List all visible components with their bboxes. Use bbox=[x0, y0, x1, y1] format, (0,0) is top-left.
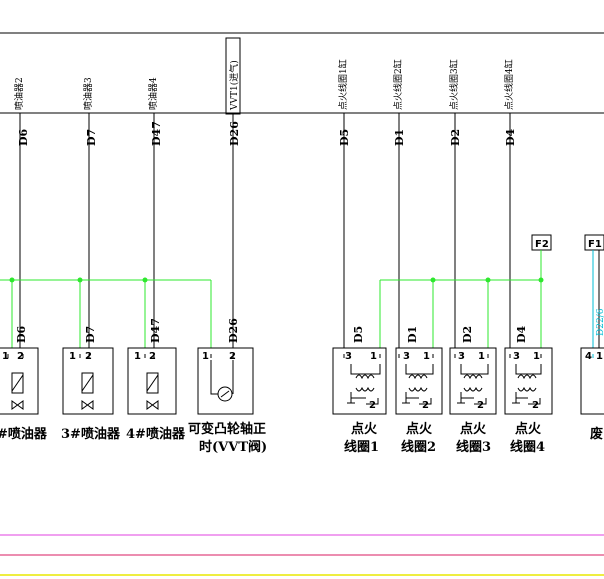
vvt-valve-box: 1 2 bbox=[197, 347, 254, 415]
partial-component-box: 4 1 bbox=[580, 347, 604, 415]
lower-code-d6: D6 bbox=[15, 325, 28, 343]
pin-label: 1 bbox=[2, 351, 9, 362]
pin-label: 1 bbox=[202, 351, 209, 362]
wire-code-group: D6 D7 D47 D26 D5 D1 D2 D4 bbox=[17, 121, 517, 146]
caption-partial: 废 bbox=[590, 426, 603, 442]
black-wires bbox=[19, 113, 600, 348]
top-label-vvt: VVT1(进气) bbox=[228, 60, 240, 111]
pin-label: 3 bbox=[458, 351, 465, 362]
ignition-coil-1-box: 3 1 2 bbox=[332, 347, 387, 415]
wire-code-d22: D22/6 bbox=[596, 308, 604, 336]
caption-vvt-line1: 可变凸轮轴正 bbox=[188, 421, 266, 437]
pin-label: 3 bbox=[513, 351, 520, 362]
caption-coil4: 线圈4 bbox=[510, 439, 545, 455]
pin-label: 2 bbox=[17, 351, 24, 362]
pin-label: 2 bbox=[422, 400, 429, 411]
top-label-inj3: 喷油器3 bbox=[82, 77, 94, 110]
top-label-inj2: 喷油器2 bbox=[13, 77, 25, 110]
top-label-inj4: 喷油器4 bbox=[147, 77, 159, 110]
injector-3-box: 1 2 bbox=[62, 347, 114, 415]
pin-label: 4 bbox=[585, 351, 592, 362]
lower-code-d4: D4 bbox=[515, 325, 528, 343]
pin-label: 1 bbox=[533, 351, 540, 362]
pin-label: 1 bbox=[423, 351, 430, 362]
top-label-ign3: 点火线圈3缸 bbox=[448, 59, 460, 110]
pin-label: 3 bbox=[403, 351, 410, 362]
caption-coil2-top: 点火 bbox=[406, 421, 433, 437]
top-label-ign2: 点火线圈2缸 bbox=[392, 59, 404, 110]
lower-wire-codes: D6 D7 D47 D26 D5 D1 D2 D4 bbox=[15, 318, 528, 343]
wire-code-d26: D26 bbox=[228, 121, 241, 146]
wire-code-d1: D1 bbox=[393, 129, 406, 146]
ignition-coil-3-box: 3 1 2 bbox=[449, 347, 497, 415]
pin-label: 2 bbox=[149, 351, 156, 362]
wire-code-d4: D4 bbox=[504, 128, 517, 146]
lower-code-d5: D5 bbox=[352, 326, 365, 343]
lower-code-d2: D2 bbox=[461, 326, 474, 343]
caption-coil1-top: 点火 bbox=[351, 421, 378, 437]
pin-label: 1 bbox=[69, 351, 76, 362]
wire-code-d6: D6 bbox=[17, 128, 30, 146]
pin-label: 1 bbox=[370, 351, 377, 362]
top-label-ign4: 点火线圈4缸 bbox=[503, 59, 515, 110]
pin-label: 2 bbox=[477, 400, 484, 411]
caption-injector-4: 4#喷油器 bbox=[126, 426, 186, 442]
caption-coil1: 线圈1 bbox=[344, 439, 379, 455]
caption-vvt-line2: 时(VVT阀) bbox=[199, 439, 267, 455]
f2-label: F2 bbox=[535, 239, 549, 250]
wire-code-d47: D47 bbox=[150, 121, 163, 146]
caption-coil2: 线圈2 bbox=[401, 439, 436, 455]
injector-4-box: 1 2 bbox=[127, 347, 177, 415]
component-captions: #喷油器 3#喷油器 4#喷油器 可变凸轮轴正 时(VVT阀) 点火 线圈1 点… bbox=[0, 421, 603, 455]
pin-label: 2 bbox=[532, 400, 539, 411]
wire-code-d2: D2 bbox=[449, 129, 462, 146]
pin-label: 1 bbox=[596, 351, 603, 362]
ignition-coil-4-box: 3 1 2 bbox=[504, 347, 553, 415]
top-label-group: 喷油器2 喷油器3 喷油器4 VVT1(进气) 点火线圈1缸 点火线圈2缸 点火… bbox=[13, 59, 515, 111]
wire-code-d7: D7 bbox=[85, 129, 98, 146]
pin-label: 2 bbox=[369, 400, 376, 411]
ignition-coil-2-box: 3 1 2 bbox=[395, 347, 443, 415]
top-label-ign1: 点火线圈1缸 bbox=[337, 59, 349, 110]
green-power-wires bbox=[0, 250, 544, 348]
caption-injector-2: #喷油器 bbox=[0, 426, 48, 442]
lower-code-d47: D47 bbox=[149, 318, 162, 343]
caption-injector-3: 3#喷油器 bbox=[61, 426, 121, 442]
pin-label: 1 bbox=[478, 351, 485, 362]
caption-coil4-top: 点火 bbox=[515, 421, 542, 437]
pin-label: 1 bbox=[134, 351, 141, 362]
injector-2-box: 1 2 bbox=[0, 347, 39, 415]
pin-label: 3 bbox=[345, 351, 352, 362]
lower-code-d7: D7 bbox=[84, 326, 97, 343]
f1-box bbox=[584, 234, 604, 251]
caption-coil3: 线圈3 bbox=[456, 439, 491, 455]
lower-code-d1: D1 bbox=[406, 326, 419, 343]
wire-code-d5: D5 bbox=[338, 129, 351, 146]
lower-code-d26: D26 bbox=[227, 318, 240, 343]
f1-label: F1 bbox=[588, 239, 602, 250]
caption-coil3-top: 点火 bbox=[460, 421, 487, 437]
